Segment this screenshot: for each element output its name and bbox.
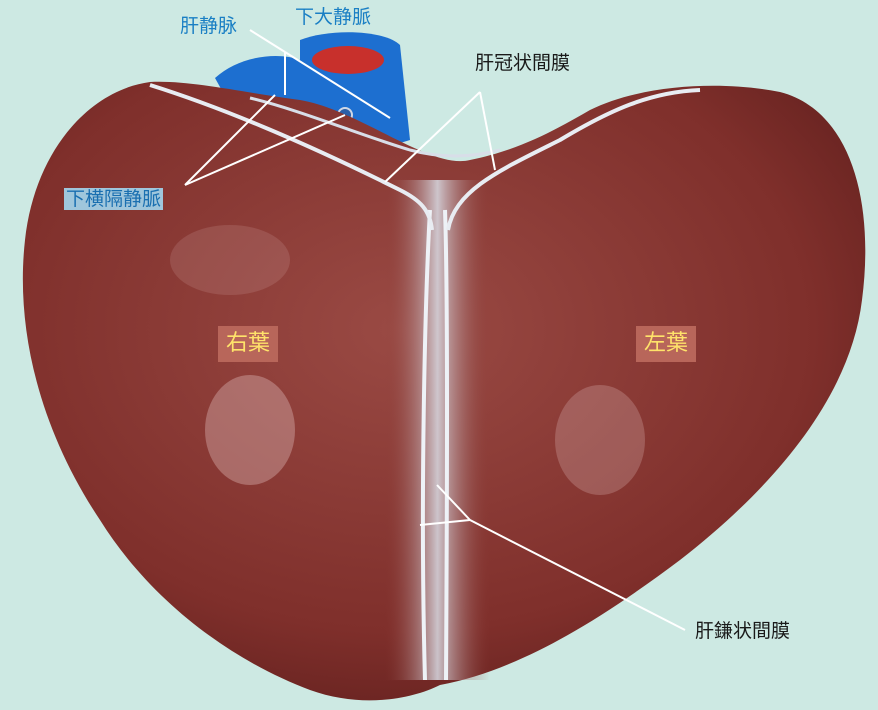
label-hepatic-vein: 肝静脉 [180,15,237,37]
falciform-band [385,180,490,680]
label-inferior-phrenic-vein: 下横隔静脈 [64,188,163,210]
label-falciform-ligament: 肝鎌状間膜 [695,620,790,642]
ivc-lumen [312,46,384,74]
label-right-lobe: 右葉 [218,326,278,362]
highlight-left [555,385,645,495]
label-coronary-ligament: 肝冠状間膜 [475,52,570,74]
label-ivc: 下大静脈 [295,6,371,28]
falciform-line-right [445,210,447,680]
highlight-right [205,375,295,485]
highlight-right-top [170,225,290,295]
label-left-lobe: 左葉 [636,326,696,362]
